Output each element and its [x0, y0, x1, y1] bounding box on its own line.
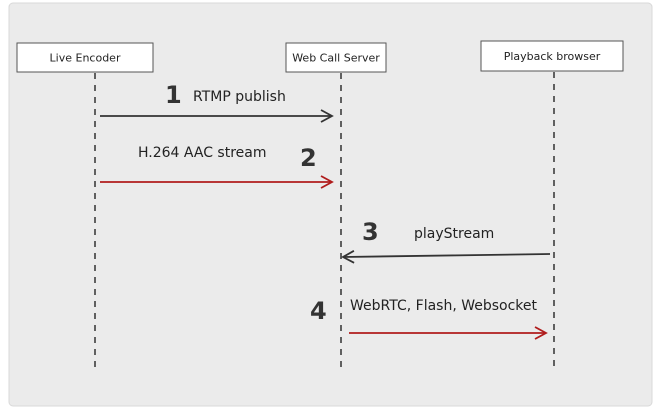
participant-label: Playback browser	[504, 50, 601, 63]
participant-playback-browser: Playback browser	[480, 40, 624, 72]
message-label: RTMP publish	[193, 89, 286, 105]
message-label: playStream	[414, 226, 494, 242]
participant-label: Web Call Server	[292, 52, 380, 65]
step-number: 2	[300, 144, 317, 172]
participant-box	[285, 42, 387, 73]
step-number: 4	[310, 297, 327, 325]
participant-live-encoder: Live Encoder	[16, 42, 154, 73]
participant-web-call-server: Web Call Server	[285, 42, 387, 73]
step-number: 3	[362, 218, 379, 246]
message-label: H.264 AAC stream	[138, 145, 267, 161]
participant-box	[16, 42, 154, 73]
message-rtmp-publish: 1 RTMP publish	[100, 81, 334, 123]
step-number: 1	[165, 81, 182, 109]
message-h264-aac-stream: H.264 AAC stream 2	[100, 144, 334, 189]
message-arrow	[341, 250, 551, 264]
message-label: WebRTC, Flash, Websocket	[350, 298, 538, 314]
message-playstream: 3 playStream	[341, 218, 551, 264]
message-webrtc-flash-websocket: 4 WebRTC, Flash, Websocket	[310, 297, 548, 340]
participant-label: Live Encoder	[50, 52, 121, 65]
diagram-panel	[8, 2, 653, 407]
participant-box	[480, 40, 624, 72]
